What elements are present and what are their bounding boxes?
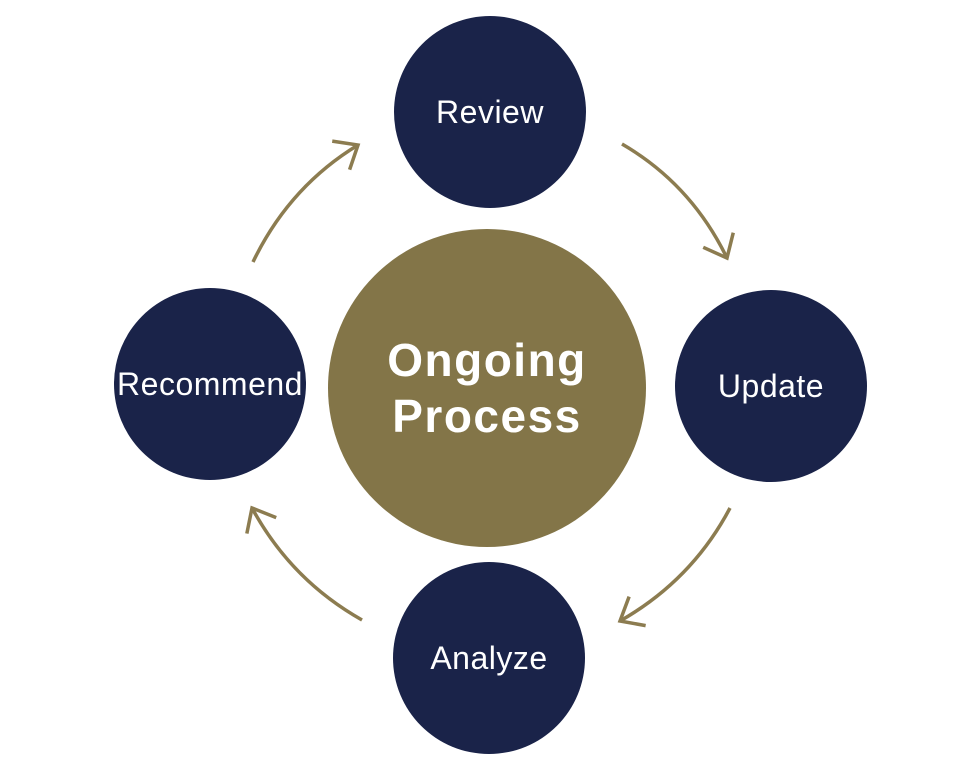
center-circle-ongoing-process: Ongoing Process: [328, 229, 646, 547]
node-review: Review: [394, 16, 586, 208]
center-label: Ongoing Process: [387, 332, 587, 444]
node-review-label: Review: [436, 93, 544, 130]
node-analyze-label: Analyze: [430, 639, 548, 676]
arrow-analyze-to-recommend: [245, 505, 363, 622]
node-recommend: Recommend: [114, 288, 306, 480]
node-analyze: Analyze: [393, 562, 585, 754]
center-label-line1: Ongoing: [387, 334, 587, 386]
arrow-review-to-update: [621, 142, 735, 261]
arrow-recommend-to-review: [251, 139, 361, 263]
arrow-update-to-analyze: [617, 507, 732, 628]
node-recommend-label: Recommend: [117, 365, 303, 402]
node-update-label: Update: [717, 367, 825, 404]
center-label-line2: Process: [392, 390, 582, 442]
node-update: Update: [675, 290, 867, 482]
